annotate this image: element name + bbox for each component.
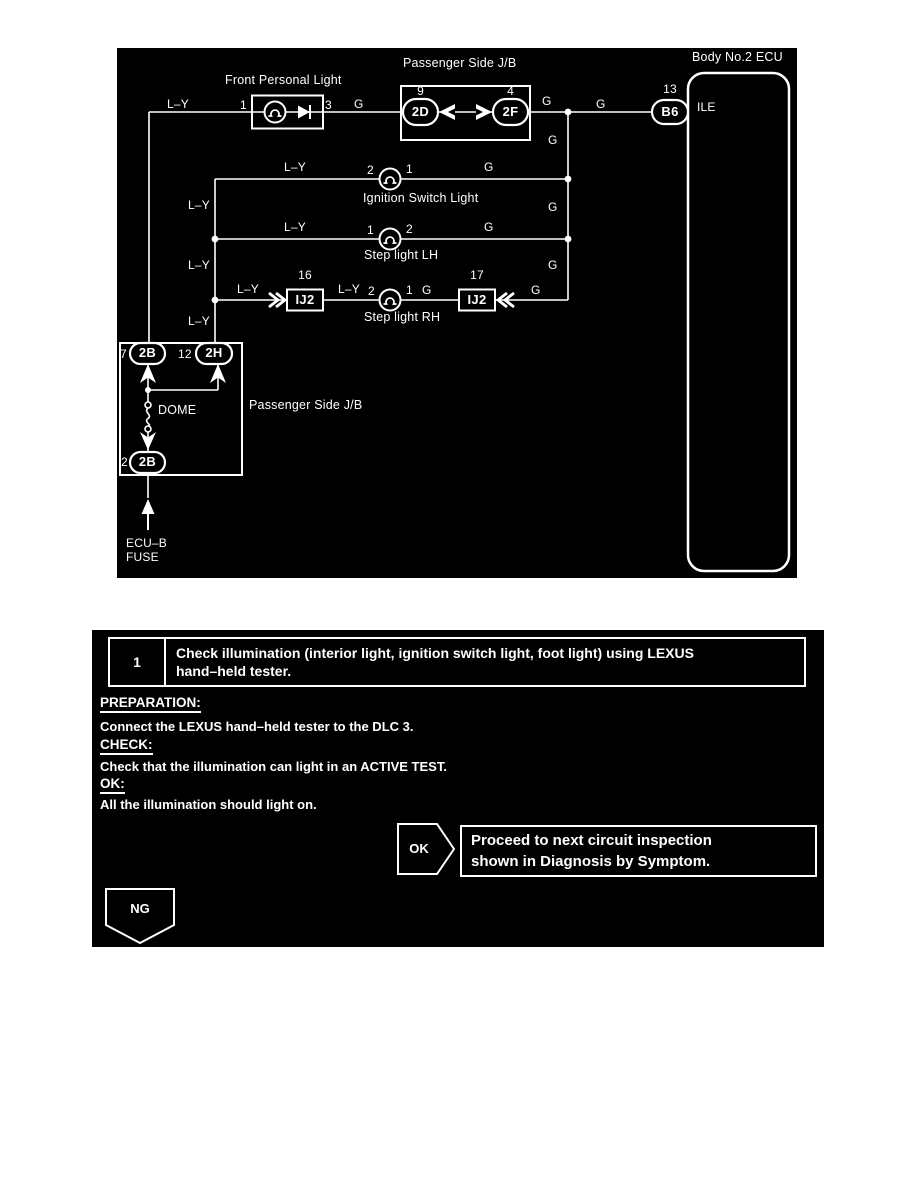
- isl-pin-left: 2: [367, 163, 374, 177]
- ok-result-box: Proceed to next circuit inspection shown…: [460, 825, 817, 877]
- connector-2f-oval: [491, 97, 530, 127]
- wire-label-g: G: [354, 97, 364, 111]
- jb-top-name: Passenger Side J/B: [403, 56, 517, 70]
- check-text: Check that the illumination can light in…: [100, 759, 447, 774]
- connector-2h-oval: [194, 341, 234, 366]
- preparation-heading: PREPARATION:: [100, 696, 201, 713]
- wiring-diagram-graphics: [119, 71, 791, 573]
- jb-2b-bottom-pin: 2: [121, 455, 128, 469]
- fpl-pin-right: 3: [325, 98, 332, 112]
- wire-label-ly: L–Y: [188, 314, 210, 328]
- isl-name: Ignition Switch Light: [363, 191, 479, 205]
- b6-connector-label: B6: [661, 104, 679, 119]
- jb-2h-label: 2H: [205, 345, 223, 360]
- fpl-pin-left: 1: [240, 98, 247, 112]
- jb-2f-pin: 4: [507, 84, 514, 98]
- ecub-fuse-line1: ECU–B: [126, 536, 168, 550]
- wire-label-ly: L–Y: [284, 220, 306, 234]
- connector-b6-oval: [650, 98, 690, 126]
- fpl-name: Front Personal Light: [225, 73, 342, 87]
- ok-badge-label: OK: [409, 841, 429, 856]
- ok-text: All the illumination should light on.: [100, 797, 317, 812]
- jb-2b-top-pin: 7: [120, 347, 127, 361]
- ok-badge: OK: [397, 823, 456, 875]
- b6-pin: 13: [663, 82, 677, 96]
- bulb-icon: [378, 167, 402, 191]
- wire-label-ly: L–Y: [188, 258, 210, 272]
- jb-bottom-name: Passenger Side J/B: [249, 398, 363, 412]
- jb-2f-label: 2F: [502, 104, 519, 119]
- ij2-right-label: IJ2: [467, 292, 487, 307]
- ecu-box: [686, 71, 791, 573]
- wire-label-g: G: [548, 133, 558, 147]
- jb-2b-top-label: 2B: [138, 345, 157, 360]
- slh-pin-right: 2: [406, 222, 413, 236]
- ng-badge: NG: [105, 888, 175, 945]
- bulb-icon: [378, 288, 402, 312]
- wire-label-g: G: [484, 220, 494, 234]
- junction-block-top-box: [400, 85, 531, 141]
- ok-result-line2: shown in Diagnosis by Symptom.: [471, 853, 711, 870]
- connector-ij2-right-box: [458, 288, 496, 312]
- srh-pin-right: 1: [406, 283, 413, 297]
- step-title: Check illumination (interior light, igni…: [166, 639, 804, 685]
- jb-2h-pin: 12: [178, 347, 192, 361]
- wiring-diagram-panel: Body No.2 ECU ILE 13 B6 L–Y 1 Front Pers…: [117, 48, 797, 578]
- ecub-fuse-line2: FUSE: [126, 550, 159, 564]
- slh-pin-left: 1: [367, 223, 374, 237]
- step-number: 1: [110, 639, 166, 685]
- ng-badge-shape: [105, 888, 175, 945]
- dome-fuse-label: DOME: [158, 403, 197, 417]
- wire-label-g: G: [422, 283, 432, 297]
- jb-2d-label: 2D: [411, 104, 430, 119]
- wire-label-g: G: [531, 283, 541, 297]
- wire-label-ly: L–Y: [284, 160, 306, 174]
- jb-2d-pin: 9: [417, 84, 424, 98]
- step-header: 1 Check illumination (interior light, ig…: [108, 637, 806, 687]
- bulb-icon: [263, 100, 287, 124]
- wire-label-ly: L–Y: [188, 198, 210, 212]
- wire-label-g: G: [596, 97, 606, 111]
- ok-badge-shape: [397, 823, 456, 875]
- diode-icon: [298, 105, 311, 119]
- wire-label-ly: L–Y: [167, 97, 189, 111]
- connector-2b-bottom-oval: [128, 450, 167, 475]
- ecu-title: Body No.2 ECU: [692, 50, 783, 64]
- isl-pin-right: 1: [406, 162, 413, 176]
- wire-label-g: G: [548, 258, 558, 272]
- wire-label-g: G: [484, 160, 494, 174]
- ij2-left-pin: 16: [298, 268, 312, 282]
- step-title-line1: Check illumination (interior light, igni…: [176, 645, 694, 661]
- srh-pin-left: 2: [368, 284, 375, 298]
- jb-2b-bottom-label: 2B: [138, 454, 157, 469]
- chevron-arrow-icon: [268, 291, 515, 309]
- ng-badge-label: NG: [130, 901, 150, 916]
- junction-dot: [145, 108, 572, 393]
- junction-block-bottom-box: [119, 341, 243, 476]
- diagnostic-procedure-panel: 1 Check illumination (interior light, ig…: [92, 630, 824, 947]
- terminal-arrow-icon: [140, 364, 226, 450]
- bulb-icon: [378, 227, 402, 251]
- wire-label-ly: L–Y: [338, 282, 360, 296]
- check-heading: CHECK:: [100, 738, 153, 755]
- ok-result-line1: Proceed to next circuit inspection: [471, 832, 712, 849]
- fuse-icon: [144, 401, 152, 433]
- connector-2b-top-oval: [128, 341, 167, 366]
- preparation-text: Connect the LEXUS hand–held tester to th…: [100, 719, 414, 734]
- srh-name: Step light RH: [364, 310, 441, 324]
- wire-label-g: G: [542, 94, 552, 108]
- wire-label-ly: L–Y: [237, 282, 259, 296]
- ok-heading: OK:: [100, 777, 125, 794]
- connector-2d-oval: [401, 97, 440, 127]
- wire-label-g: G: [548, 200, 558, 214]
- slh-name: Step light LH: [364, 248, 439, 262]
- up-arrow-icon: [141, 499, 155, 514]
- ij2-right-pin: 17: [470, 268, 484, 282]
- ij2-left-label: IJ2: [295, 292, 315, 307]
- step-title-line2: hand–held tester.: [176, 663, 292, 679]
- front-personal-light-box: [251, 94, 324, 130]
- ecu-signal-ile: ILE: [697, 100, 716, 114]
- terminal-arrow-icon: [439, 104, 492, 120]
